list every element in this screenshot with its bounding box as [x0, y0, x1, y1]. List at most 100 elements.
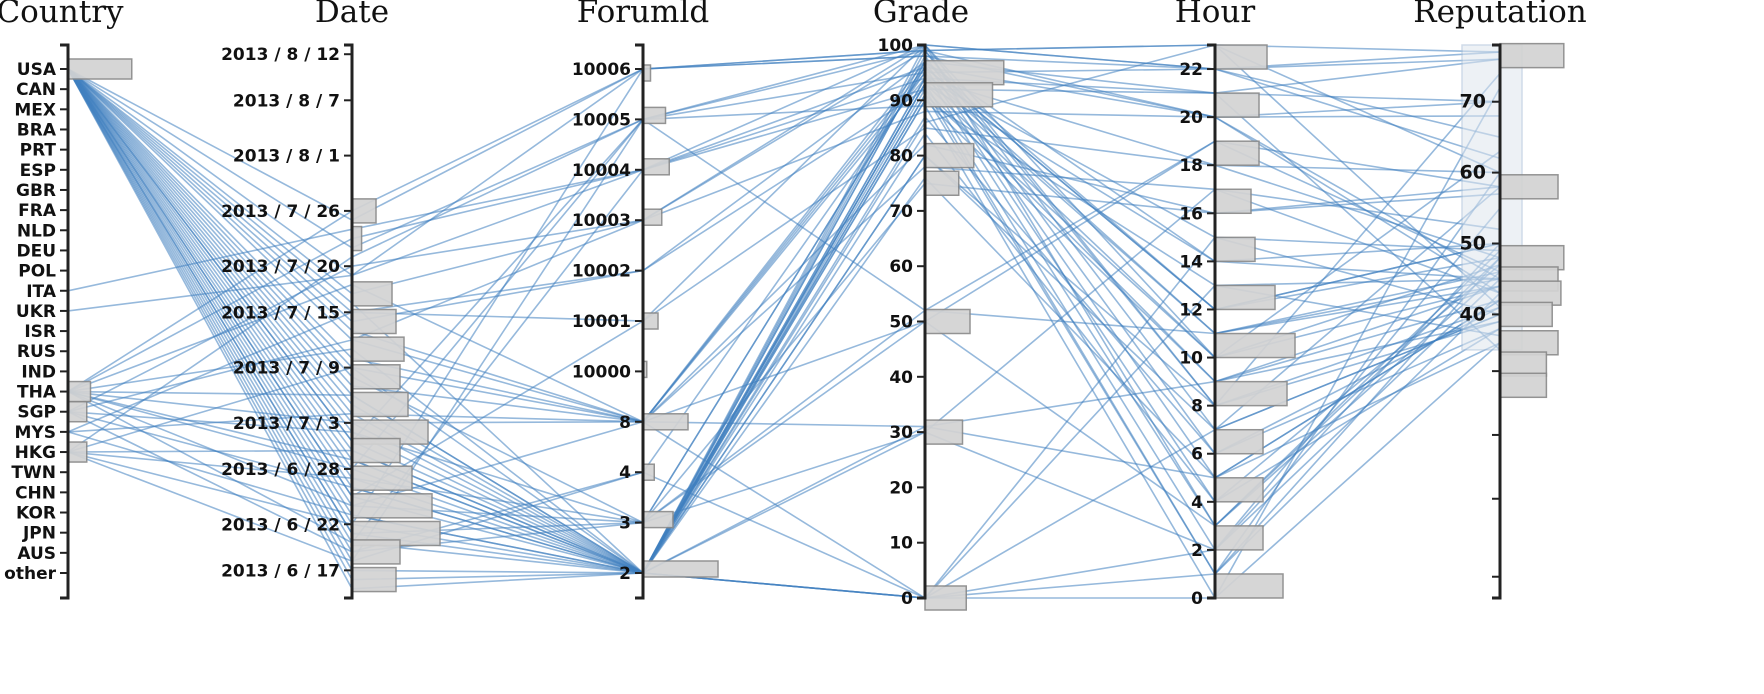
histogram-bar [1214, 380, 1288, 407]
data-polyline [67, 68, 1501, 599]
tick-label: 2013 / 8 / 12 [221, 45, 340, 65]
tick-label: 70 [1460, 91, 1486, 113]
tick-label: PRT [20, 141, 57, 161]
axis-title-grade: Grade [873, 0, 969, 30]
tick-label: 2013 / 7 / 9 [233, 359, 340, 379]
tick-label: JPN [22, 524, 56, 544]
histogram-bar [924, 59, 1005, 86]
histogram-bar [1499, 351, 1548, 377]
tick-label: AUS [17, 544, 56, 564]
data-polyline [67, 44, 1501, 453]
histogram-bar [351, 437, 401, 464]
histogram-bar [924, 82, 994, 108]
histogram-bar [642, 106, 667, 125]
data-polyline [67, 68, 1501, 507]
data-polyline [67, 82, 1501, 575]
histogram-bar [351, 391, 409, 418]
tick-label: 14 [1179, 252, 1203, 272]
histogram-bar [1499, 301, 1553, 328]
histogram-bar [1499, 42, 1565, 69]
tick-label: HKG [15, 443, 56, 463]
histogram-bar [1214, 92, 1260, 118]
tick-label: 0 [901, 589, 913, 609]
tick-label: ITA [26, 282, 57, 302]
axis-title-forumld: Forumld [577, 0, 709, 30]
tick-label: 18 [1179, 156, 1203, 176]
data-polyline [67, 313, 1501, 599]
tick-label: 2013 / 7 / 26 [221, 202, 340, 222]
histogram-bar [351, 465, 413, 491]
tick-label: 10004 [572, 161, 631, 181]
tick-label: SGP [17, 403, 56, 423]
data-polyline [67, 68, 1501, 524]
tick-label: GBR [16, 181, 56, 201]
histogram-bar [642, 312, 659, 330]
histogram-bar [1499, 280, 1562, 306]
tick-label: 100 [878, 36, 914, 56]
tick-label: IND [21, 362, 56, 382]
histogram-bar [1214, 428, 1264, 455]
axis-title-country: Country [0, 0, 124, 30]
data-polyline [67, 77, 1501, 423]
tick-label: 20 [889, 478, 913, 498]
tick-label: 22 [1179, 60, 1203, 80]
histogram-bar [351, 493, 433, 519]
tick-label: 10006 [572, 60, 631, 80]
tick-label: 2013 / 7 / 20 [221, 257, 340, 277]
data-polyline [67, 182, 1501, 524]
histogram-bar [1214, 284, 1276, 311]
tick-label: 4 [1191, 493, 1203, 513]
tick-label: 80 [889, 147, 913, 167]
data-polyline [67, 165, 1501, 424]
tick-label: 8 [619, 413, 631, 433]
histogram-bar [924, 308, 971, 335]
histogram-bar [1214, 188, 1252, 215]
tick-label: 60 [1460, 162, 1486, 184]
tick-label: THA [17, 383, 57, 403]
tick-label: 6 [1191, 445, 1203, 465]
histogram-bar [351, 539, 401, 565]
histogram-bar [351, 198, 377, 224]
tick-label: 3 [619, 514, 631, 534]
tick-label: 0 [1191, 589, 1203, 609]
tick-label: 10001 [572, 312, 631, 332]
histogram-bar [67, 380, 92, 403]
data-polyline [67, 68, 1501, 581]
tick-label: other [4, 564, 56, 584]
tick-label: 10 [1179, 349, 1203, 369]
data-polyline [67, 44, 1501, 545]
tick-label: ISR [24, 322, 56, 342]
tick-label: 10 [889, 534, 913, 554]
tick-label: 10002 [572, 262, 631, 282]
histogram-bar [351, 364, 401, 390]
tick-label: 12 [1179, 300, 1203, 320]
tick-label: 30 [889, 423, 913, 443]
data-polyline [67, 71, 1501, 423]
data-polyline [67, 68, 1501, 423]
histogram-bar [67, 400, 88, 423]
data-polyline [67, 60, 1501, 423]
data-polyline [67, 87, 1501, 575]
histogram-bar [1499, 372, 1548, 399]
data-polyline [67, 118, 1501, 470]
histogram-bar [1214, 236, 1256, 263]
tick-label: 90 [889, 91, 913, 111]
tick-label: MYS [15, 423, 56, 443]
tick-label: CHN [15, 483, 56, 503]
tick-label: 2013 / 6 / 17 [221, 561, 340, 581]
tick-label: 2013 / 7 / 3 [233, 414, 340, 434]
histogram-bar [924, 585, 967, 611]
tick-label: 70 [889, 202, 913, 222]
data-polyline [67, 66, 1501, 393]
data-polyline [67, 77, 1501, 292]
histogram-bar [924, 170, 960, 196]
axis-title-hour: Hour [1175, 0, 1256, 30]
histogram-bar [1214, 140, 1260, 166]
histogram-bar [1214, 44, 1268, 70]
histogram-bar [642, 208, 663, 226]
tick-label: 40 [889, 368, 913, 388]
histogram-bar [1214, 525, 1264, 551]
histogram-bar [1214, 573, 1284, 599]
histogram-bar [1214, 332, 1296, 359]
tick-label: 10000 [572, 362, 631, 382]
